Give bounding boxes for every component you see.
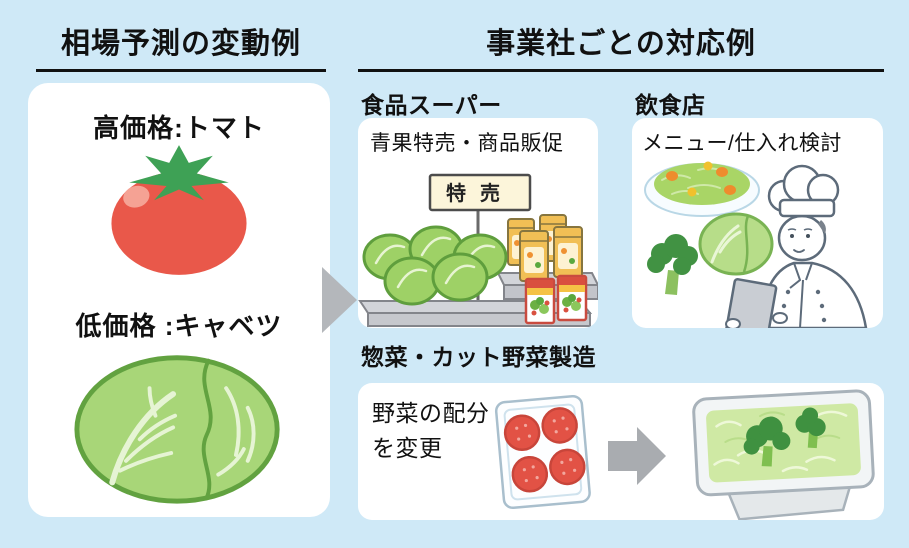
tomato-illustration	[111, 145, 247, 275]
tomato-calyx	[129, 145, 229, 201]
tomato-tray-illustration	[494, 394, 591, 510]
deli-action: 野菜の配分 を変更	[372, 396, 490, 465]
lower-shelf	[358, 300, 593, 327]
left-panel-title: 相場予測の変動例	[60, 28, 301, 60]
chef-with-vegetables-illustration	[644, 161, 868, 328]
restaurant-action: メニュー/仕入れ検討	[642, 132, 842, 155]
broccoli-pieces	[743, 407, 826, 467]
supermarket-label: 食品スーパー	[361, 92, 502, 118]
supermarket-card: 青果特売・商品販促 特売	[358, 118, 598, 328]
cut-vegetable-pack-illustration	[692, 389, 875, 520]
supermarket-action: 青果特売・商品販促	[370, 132, 564, 155]
deli-action-line2: を変更	[372, 434, 443, 461]
tomato-highlight	[123, 185, 150, 208]
small-cabbage-icon	[698, 212, 774, 276]
right-title-rule	[358, 69, 884, 72]
salad-plate	[644, 161, 760, 217]
cabbage-pile	[362, 225, 508, 306]
left-title-rule	[36, 69, 326, 72]
deli-label: 惣菜・カット野菜製造	[361, 344, 596, 370]
deli-action-line1: 野菜の配分	[372, 400, 490, 426]
sale-sign-label: 特売	[446, 181, 514, 205]
cabbage-illustration	[74, 355, 280, 504]
broccoli-icon	[647, 234, 698, 295]
chef-illustration	[724, 164, 868, 328]
cabbage-veins	[109, 386, 256, 486]
supermarket-shelf-illustration: 特売	[358, 173, 598, 327]
transform-right-arrow-icon	[608, 427, 666, 485]
deli-scene-illustration	[494, 389, 875, 520]
deli-card: 野菜の配分 を変更	[358, 383, 884, 520]
salad-bags	[507, 214, 583, 282]
restaurant-label: 飲食店	[635, 92, 706, 118]
right-panel-title: 事業社ごとの対応例	[486, 28, 756, 60]
salad-packets	[524, 274, 588, 325]
restaurant-card: メニュー/仕入れ検討	[632, 118, 883, 328]
high-price-label: 高価格:トマト	[93, 113, 265, 143]
low-price-label: 低価格 :キャベツ	[75, 311, 283, 341]
market-forecast-card: 高価格:トマト 低価格 :キャベツ	[28, 83, 330, 517]
cabbage-icon	[74, 355, 280, 504]
chef-hat-icon	[767, 164, 840, 218]
tomato-slices	[503, 407, 586, 493]
sale-sign	[428, 173, 532, 212]
flow-right-arrow-icon	[322, 267, 357, 333]
